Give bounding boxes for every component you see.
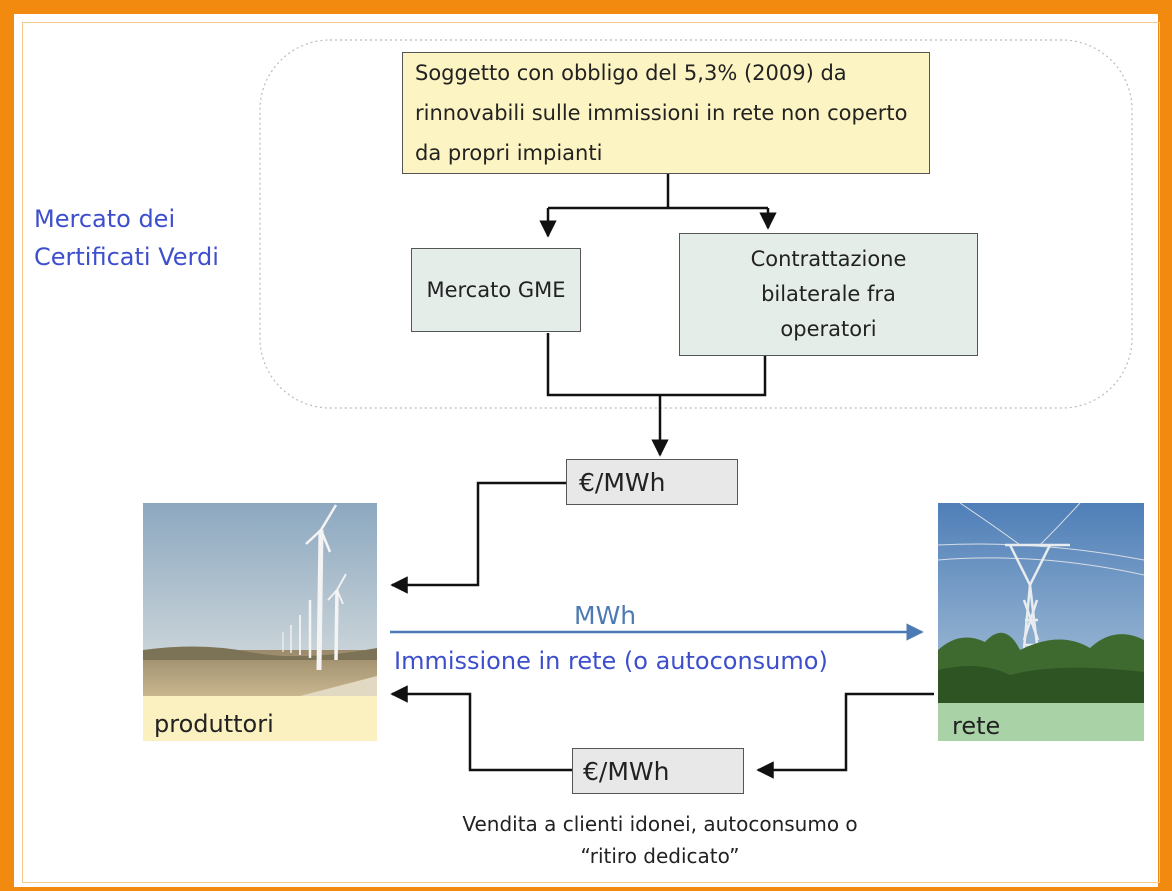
market-region-outline [259, 39, 1133, 409]
inner-border [22, 22, 1160, 883]
vendita-caption-line2: “ritiro dedicato” [580, 844, 740, 868]
split-connector [539, 172, 777, 238]
vendita-caption-line1: Vendita a clienti idonei, autoconsumo o [462, 812, 858, 836]
mercato-gme-box: Mercato GME [411, 248, 581, 332]
price-to-produttori-bottom-arrow [390, 685, 572, 772]
mwh-label: MWh [574, 601, 637, 630]
price-to-produttori-arrow [390, 481, 566, 594]
power-line-photo [937, 502, 1145, 741]
merge-connector [546, 333, 767, 457]
rete-to-price-arrow [756, 692, 934, 779]
contrattazione-box: Contrattazione bilaterale fra operatori [679, 233, 978, 356]
price-box-bottom: €/MWh [572, 748, 744, 794]
diagram-title: Mercato dei Certificati Verdi [34, 205, 219, 271]
immissione-label: Immissione in rete (o autoconsumo) [394, 647, 828, 675]
price-box-top: €/MWh [566, 459, 738, 505]
obbligo-box: Soggetto con obbligo del 5,3% (2009) da … [402, 52, 930, 174]
produttori-label: produttori [154, 710, 274, 738]
rete-label: rete [952, 712, 1001, 740]
wind-farm-photo [143, 503, 377, 741]
